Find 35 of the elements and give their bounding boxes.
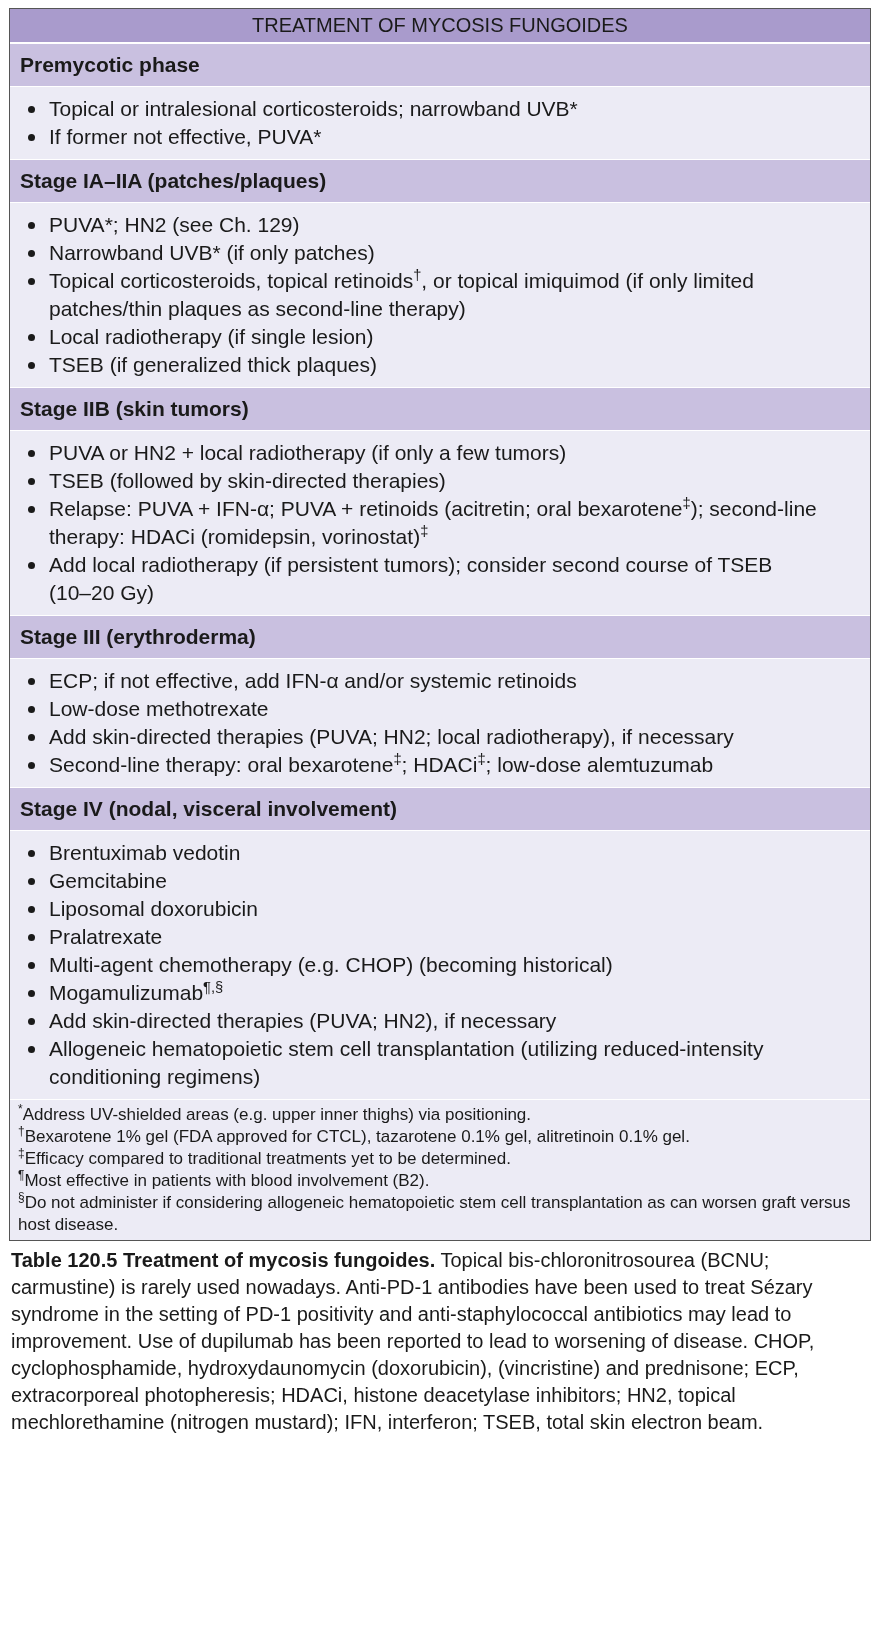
- list-item: Multi-agent chemotherapy (e.g. CHOP) (becoming historical): [49, 952, 613, 978]
- list-item: TSEB (followed by skin-directed therapies): [49, 468, 446, 494]
- list-item: If former not effective, PUVA*: [49, 124, 322, 150]
- list-item: Add skin-directed therapies (PUVA; HN2), if necessary: [49, 1008, 557, 1034]
- list-item: Add skin-directed therapies (PUVA; HN2; local radiotherapy), if necessary: [49, 724, 734, 750]
- list-item: Liposomal doxorubicin: [49, 896, 258, 922]
- list-item: Allogeneic hematopoietic stem cell transplantation (utilizing reduced-intensity conditioning regimens): [49, 1036, 765, 1090]
- section-heading: Stage IA–IIA (patches/plaques): [10, 159, 870, 203]
- list-item: Local radiotherapy (if single lesion): [49, 324, 374, 350]
- list-item: Mogamulizumab$^{¶,§}$: [49, 979, 224, 1006]
- list-item: Relapse: PUVA + IFN-α; PUVA + retinoids (acitretin; oral bexarotene$^{‡}$); second-line therapy: HDACi (romidepsin, vorinostat)$^{‡}$: [49, 495, 818, 550]
- list-item: TSEB (if generalized thick plaques): [49, 352, 377, 378]
- list-item: ECP; if not effective, add IFN-α and/or systemic retinoids: [49, 668, 577, 694]
- list-item: Low-dose methotrexate: [49, 696, 269, 722]
- list-item: Gemcitabine: [49, 868, 167, 894]
- section-heading: Stage III (erythroderma): [10, 615, 870, 659]
- section-heading: Premycotic phase: [10, 43, 870, 87]
- list-item: PUVA or HN2 + local radiotherapy (if only a few tumors): [49, 440, 567, 466]
- footnote: $^{§}$Do not administer if considering allogeneic hematopoietic stem cell transplantation as can worsen graft versus host disease.: [18, 1192, 852, 1236]
- list-item: Narrowband UVB* (if only patches): [49, 240, 375, 266]
- footnote: $^{¶}$Most effective in patients with blood involvement (B2).: [18, 1170, 431, 1192]
- section-heading: Stage IIB (skin tumors): [10, 387, 870, 431]
- list-item: Topical or intralesional corticosteroids; narrowband UVB*: [49, 96, 578, 122]
- list-item: PUVA*; HN2 (see Ch. 129): [49, 212, 300, 238]
- table-title: TREATMENT OF MYCOSIS FUNGOIDES: [10, 9, 870, 43]
- table-caption: Table 120.5 Treatment of mycosis fungoides. Topical bis-chloronitrosourea (BCNU; carmustine) is rarely used nowadays. Anti-PD-1 antibodies have been used to treat Sézary syndrome in the setting of PD-1 positivity and anti-staphylococcal antibiotics may lead to improvement. Use of dupilumab has been reported to lead to worsening of disease. CHOP, cyclophosphamide, hydroxydaunomycin (doxorubicin), (vincristine) and prednisone; ECP, extracorporeal photopheresis; HDACi, histone deacetylase inhibitors; HN2, topical mechlorethamine (nitrogen mustard); IFN, interferon; TSEB, total skin electron beam.: [10, 1248, 816, 1435]
- footnote: $^{‡}$Efficacy compared to traditional treatments yet to be determined.: [18, 1148, 512, 1170]
- footnote: $^{†}$Bexarotene 1% gel (FDA approved for CTCL), tazarotene 0.1% gel, alitretinoin 0.1% gel.: [18, 1126, 691, 1148]
- list-item: Second-line therapy: oral bexarotene$^{‡}$; HDACi$^{‡}$; low-dose alemtuzumab: [49, 751, 714, 778]
- list-item: Pralatrexate: [49, 924, 163, 950]
- section-heading: Stage IV (nodal, visceral involvement): [10, 787, 870, 831]
- list-item: Topical corticosteroids, topical retinoids$^{†}$, or topical imiquimod (if only limited patches/thin plaques as second-line therapy): [49, 267, 755, 322]
- footnote: $^{*}$Address UV-shielded areas (e.g. upper inner thighs) via positioning.: [18, 1104, 533, 1126]
- list-item: Add local radiotherapy (if persistent tumors); consider second course of TSEB (10–20 Gy): [49, 552, 774, 606]
- list-item: Brentuximab vedotin: [49, 840, 241, 866]
